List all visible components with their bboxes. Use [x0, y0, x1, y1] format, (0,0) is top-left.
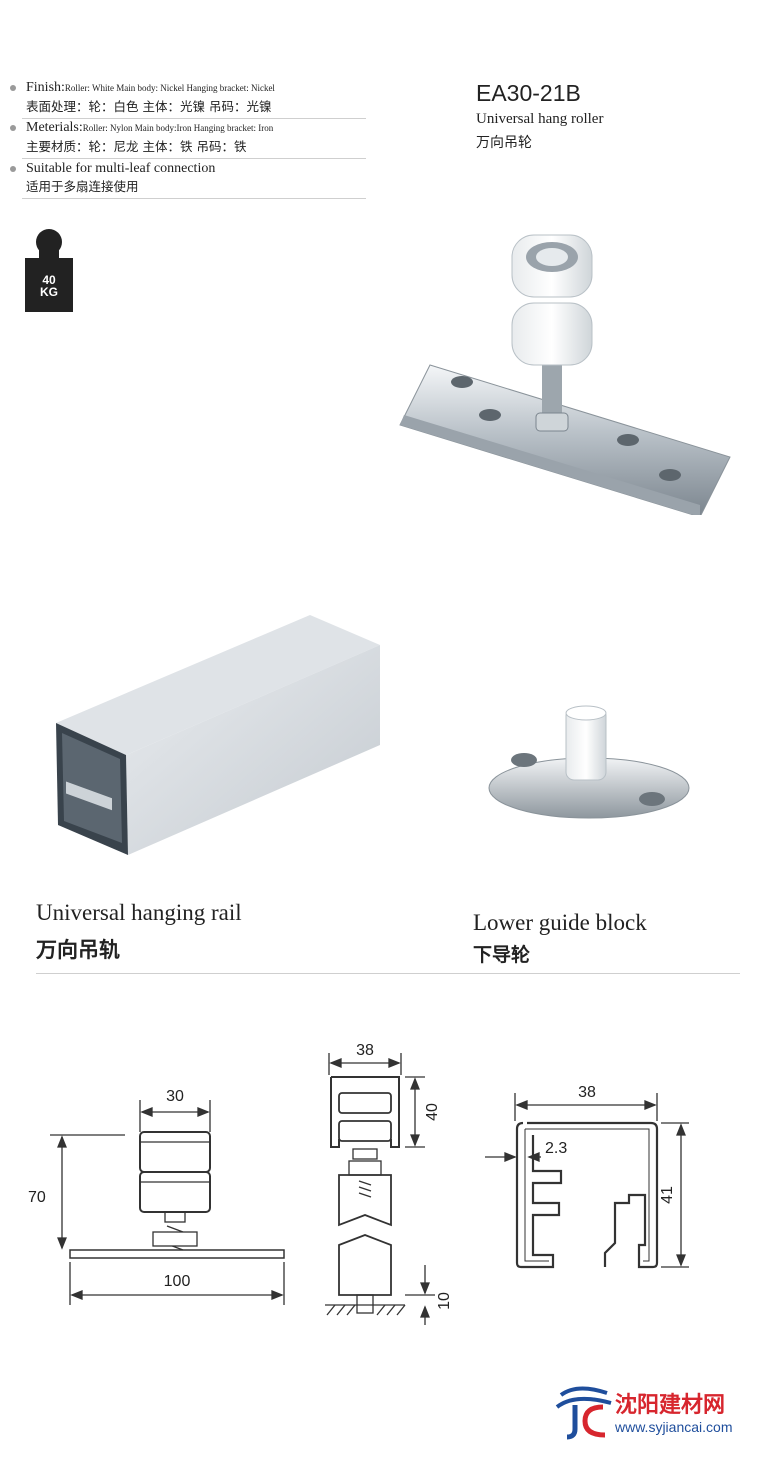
load-value: 40 — [42, 273, 56, 287]
dim-rail-height: 41 — [659, 1186, 676, 1204]
load-unit: KG — [40, 285, 58, 299]
watermark: 沈阳建材网 www.syjiancai.com — [555, 1385, 755, 1445]
watermark-name: 沈阳建材网 — [615, 1393, 726, 1418]
spec-list: Finish:Roller: White Main body: Nickel H… — [10, 80, 366, 200]
dim-roller-height: 70 — [28, 1189, 46, 1206]
divider — [22, 158, 366, 159]
guide-caption-en: Lower guide block — [473, 910, 647, 935]
dim-side-width: 38 — [356, 1042, 374, 1059]
section-divider — [36, 973, 740, 974]
bullet-icon — [10, 125, 16, 131]
divider — [22, 118, 366, 119]
watermark-url: www.syjiancai.com — [615, 1419, 733, 1435]
rail-caption-en: Universal hanging rail — [36, 900, 242, 925]
materials-label: Meterials: — [26, 120, 83, 135]
load-badge: 40 KG — [25, 228, 73, 312]
divider — [22, 198, 366, 199]
suitable-en: Suitable for multi-leaf connection — [26, 161, 216, 176]
guide-caption-cn: 下导轮 — [473, 944, 531, 966]
product-name-en: Universal hang roller — [476, 111, 604, 127]
finish-cn: 表面处理：轮：白色 主体：光镍 吊码：光镍 — [26, 99, 272, 114]
rail-profile-drawing: 38 2.3 41 — [485, 1084, 689, 1269]
suitable-cn: 适用于多扇连接使用 — [26, 179, 139, 194]
load-text: 40 KG — [25, 274, 73, 298]
finish-details: Roller: White Main body: Nickel Hanging … — [64, 83, 275, 93]
materials-cn: 主要材质：轮：尼龙 主体：铁 吊码：铁 — [26, 139, 247, 154]
guide-block-photo — [488, 705, 690, 819]
watermark-logo-icon — [555, 1386, 612, 1440]
dim-rail-thickness: 2.3 — [545, 1140, 567, 1157]
rail-photo — [56, 615, 380, 855]
side-view-drawing: 38 40 10 — [325, 1042, 453, 1325]
product-name-cn: 万向吊轮 — [476, 135, 532, 151]
weight-icon — [25, 229, 73, 312]
roller-photo — [399, 234, 731, 515]
finish-line: Finish:Roller: White Main body: Nickel H… — [26, 80, 275, 96]
materials-details: Roller: Nylon Main body:Iron Hanging bra… — [82, 123, 274, 133]
materials-line: Meterials:Roller: Nylon Main body:Iron H… — [26, 120, 273, 136]
dim-plate-length: 100 — [164, 1273, 191, 1290]
product-model: EA30-21B — [476, 80, 581, 106]
finish-label: Finish: — [26, 80, 65, 95]
dim-roller-width: 30 — [166, 1088, 184, 1105]
dim-rail-width: 38 — [578, 1084, 596, 1101]
dim-side-height: 40 — [424, 1103, 441, 1121]
roller-front-drawing: 30 70 100 — [28, 1088, 285, 1305]
bullet-icon — [10, 85, 16, 91]
bullet-icon — [10, 166, 16, 172]
rail-caption-cn: 万向吊轨 — [36, 938, 120, 962]
dim-side-clearance: 10 — [436, 1292, 453, 1310]
